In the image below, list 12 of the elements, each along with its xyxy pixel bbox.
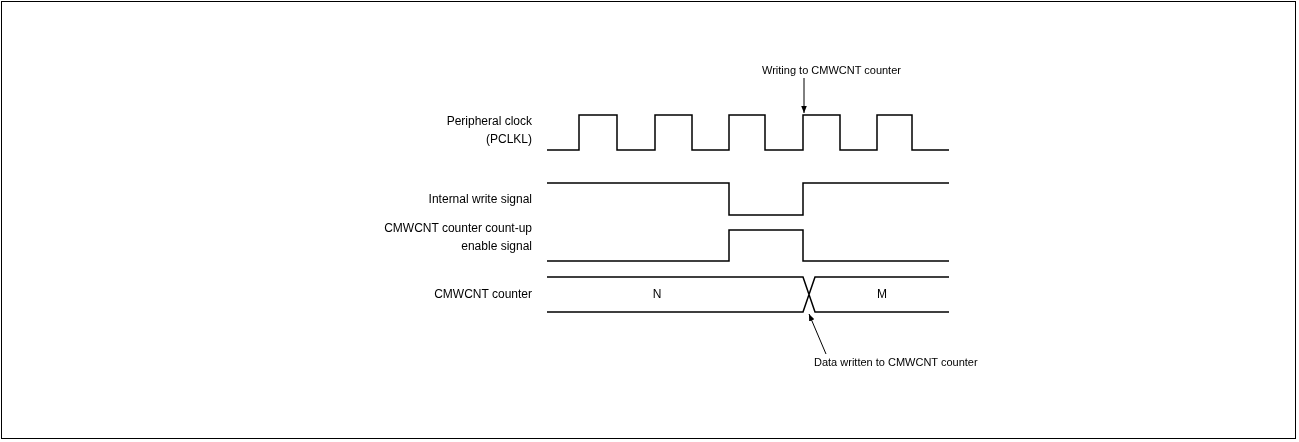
- annotation-text: Writing to CMWCNT counter: [762, 63, 901, 77]
- leader-line: [808, 313, 827, 355]
- annotation-text: Data written to CMWCNT counter: [814, 355, 978, 369]
- signal-name: CMWCNT counter: [433, 286, 532, 303]
- arrow: [801, 77, 807, 114]
- bus-waveform: [546, 276, 950, 313]
- bus-value: N: [651, 286, 663, 303]
- clock-waveform: [546, 114, 950, 151]
- bus-value: M: [876, 286, 888, 303]
- signal-name: Internal write signal: [427, 191, 532, 208]
- signal-name: CMWCNT counter count-up enable signal: [383, 220, 532, 255]
- signal-name: Peripheral clock (PCLKL): [445, 113, 532, 148]
